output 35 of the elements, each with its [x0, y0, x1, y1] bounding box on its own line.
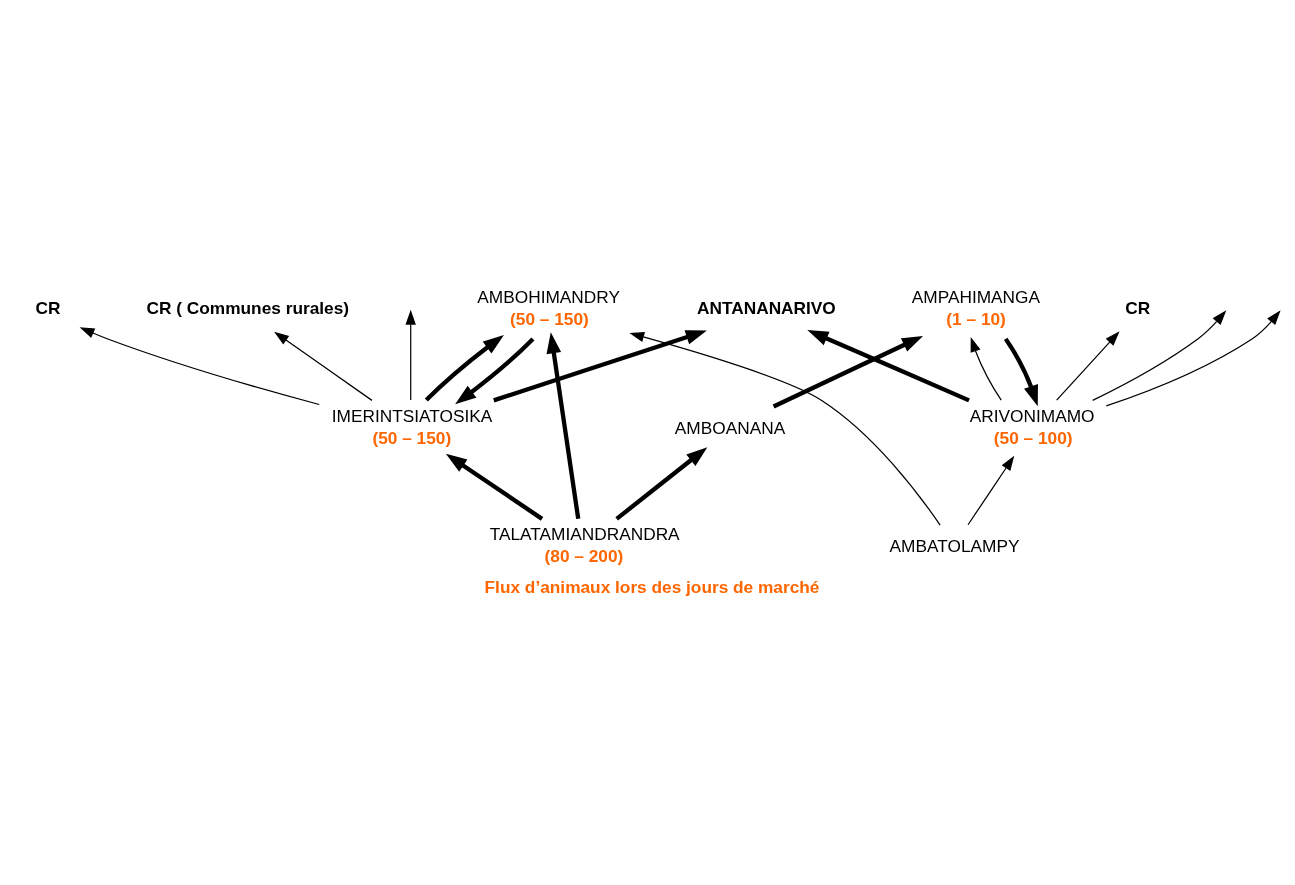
- node-text: AMBOANANA: [674, 417, 786, 438]
- node-text: ANTANANARIVO: [697, 297, 836, 318]
- node-label: (50 – 150): [510, 308, 589, 329]
- node-text: AMPAHIMANGA: [911, 286, 1041, 307]
- arrow: [1003, 337, 1038, 406]
- node-label: (50 – 150): [372, 427, 452, 448]
- node-text: AMBATOLAMPY: [889, 535, 1020, 556]
- arrow: [405, 309, 416, 401]
- arrow: [807, 329, 970, 402]
- arrow: [274, 331, 373, 401]
- arrow: [967, 455, 1015, 525]
- arrow: [615, 446, 708, 521]
- node-label: (1 – 10): [946, 308, 1006, 329]
- arrow: [455, 336, 535, 404]
- node-text: AMBOHIMANDRY: [477, 286, 620, 307]
- arrow: [424, 334, 504, 402]
- arrow: [546, 331, 581, 519]
- arrow: [1105, 309, 1281, 406]
- arrow: [772, 335, 924, 409]
- node-text: IMERINTSIATOSIKA: [331, 405, 493, 426]
- arrow: [79, 326, 320, 405]
- node-label: (80 – 200): [544, 545, 624, 566]
- node-text: ARIVONIMAMO: [969, 405, 1095, 426]
- arrow: [493, 329, 707, 402]
- caption: Flux d’animaux lors des jours de marché: [484, 576, 820, 597]
- node-text: CR ( Communes rurales): [146, 297, 350, 318]
- arrow: [629, 331, 941, 526]
- node-text: CR: [35, 297, 61, 318]
- arrow: [970, 336, 1002, 401]
- node-text: TALATAMIANDRANDRA: [489, 523, 680, 544]
- arrow: [1092, 309, 1227, 401]
- node-text: CR: [1125, 297, 1151, 318]
- node-label: (50 – 100): [993, 427, 1073, 448]
- arrow: [445, 453, 544, 521]
- arrow: [1056, 330, 1120, 401]
